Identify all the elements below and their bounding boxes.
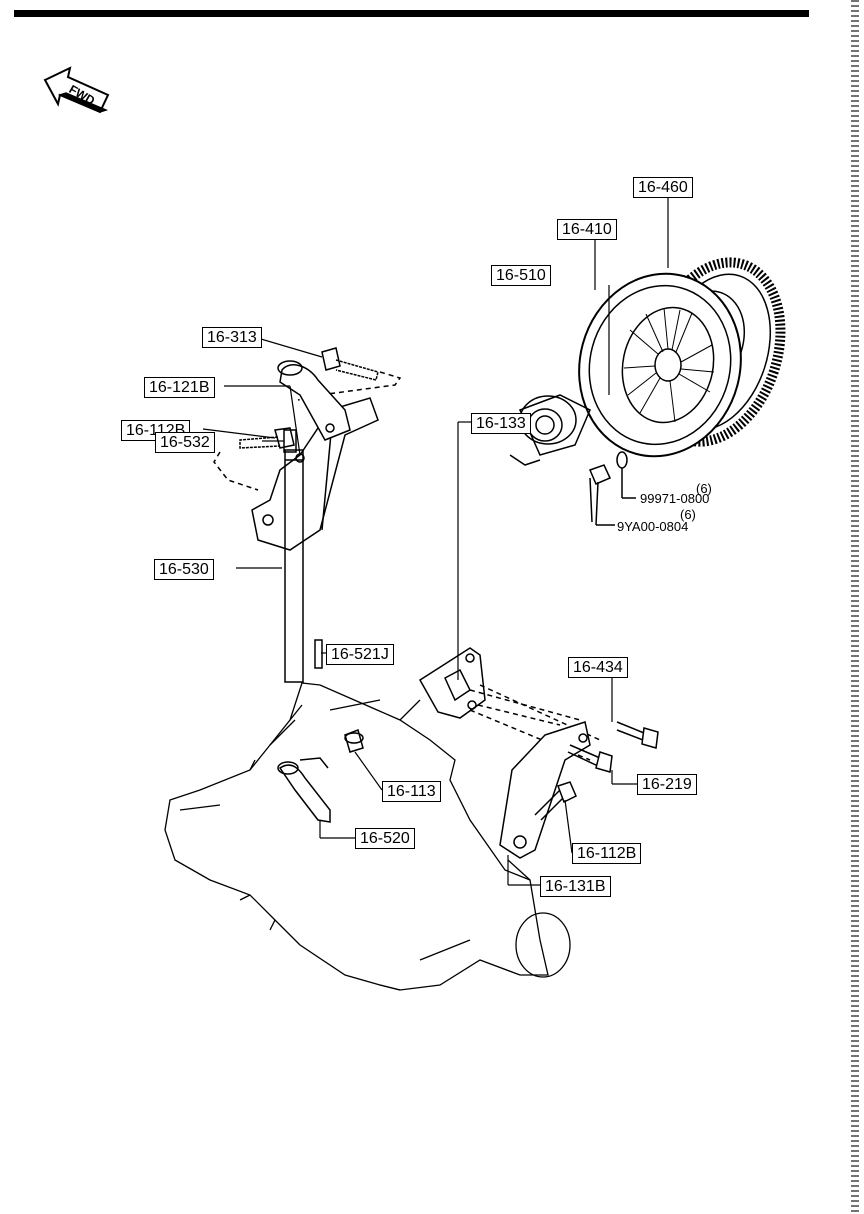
cover-bolt-and-washer [588, 451, 636, 526]
label-16-510: 16-510 [491, 265, 551, 286]
label-16-532: 16-532 [155, 432, 215, 453]
label-16-410: 16-410 [557, 219, 617, 240]
bolt-qty: (6) [680, 507, 696, 522]
washer-part: 99971-0800 [640, 491, 710, 506]
label-16-521J: 16-521J [326, 644, 394, 665]
bolt-part: 9YA00-0804 [617, 519, 689, 534]
washer-qty: (6) [696, 481, 712, 496]
bracket-16-133 [418, 647, 601, 761]
label-16-133: 16-133 [471, 413, 531, 434]
transmission-case [164, 682, 571, 991]
release-fork [277, 360, 351, 441]
fwd-arrow-icon: FWD [43, 66, 110, 114]
label-16-131B: 16-131B [540, 876, 611, 897]
top-rule [14, 10, 809, 17]
pivot-bolt-16-113 [344, 729, 364, 753]
bolt-16-112B-bottom [534, 781, 577, 821]
label-16-219: 16-219 [637, 774, 697, 795]
bolt-16-434 [616, 721, 659, 749]
leader-lines [202, 196, 669, 886]
label-16-112B-bottom: 16-112B [572, 843, 642, 864]
label-16-121B: 16-121B [144, 377, 215, 398]
label-16-530: 16-530 [154, 559, 214, 580]
clutch-cover [578, 272, 742, 458]
label-16-313: 16-313 [202, 327, 262, 348]
label-16-434: 16-434 [568, 657, 628, 678]
bracket-16-131B [499, 721, 591, 859]
label-16-520: 16-520 [355, 828, 415, 849]
bolt-16-219 [567, 744, 613, 773]
page-edge [851, 0, 859, 1214]
label-16-460: 16-460 [633, 177, 693, 198]
label-16-113: 16-113 [382, 781, 441, 802]
release-arm-16-520 [277, 757, 331, 823]
key-16-521J [314, 639, 323, 669]
